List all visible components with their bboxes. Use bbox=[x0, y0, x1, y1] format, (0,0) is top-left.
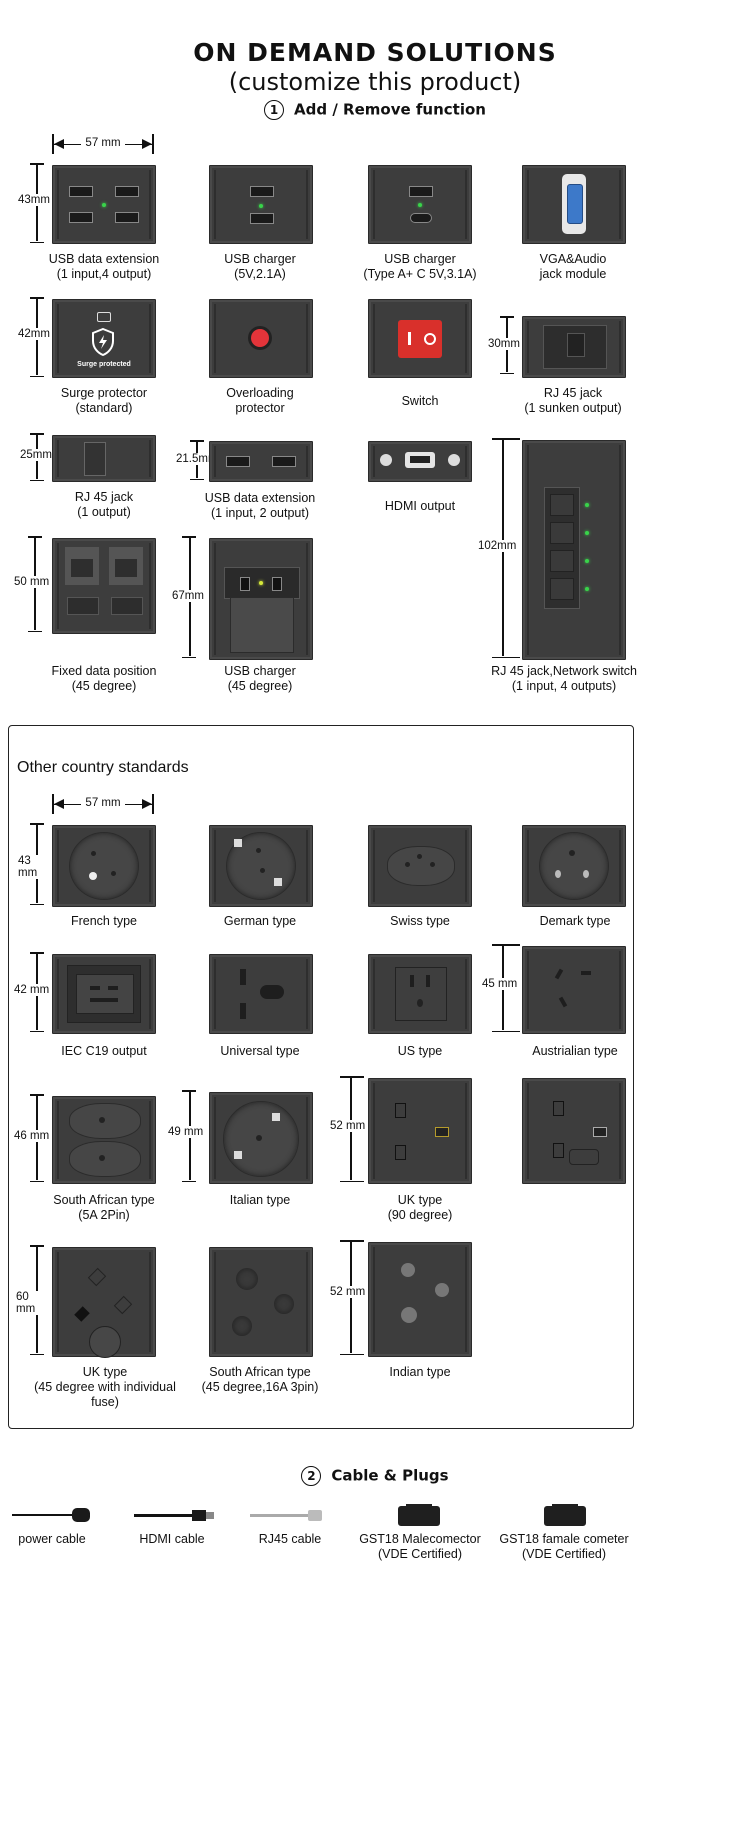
fixed-data-module bbox=[52, 538, 156, 634]
german-socket bbox=[209, 825, 313, 907]
caption-german: German type bbox=[223, 914, 297, 928]
usb-charger-45-module bbox=[209, 538, 313, 660]
vga-audio-module bbox=[522, 165, 626, 244]
height-dimension-c46: 46 mm bbox=[14, 1094, 50, 1182]
usb-data-extension-4-module bbox=[52, 165, 156, 244]
caption-swiss: Swiss type bbox=[390, 914, 450, 928]
height-dimension-c42: 42 mm bbox=[14, 952, 50, 1032]
section1-title: Add / Remove function bbox=[294, 100, 486, 119]
height-dimension-21-5: 21.5mm bbox=[176, 440, 218, 480]
caption-usb-charger-45: USB charger(45 degree) bbox=[224, 664, 296, 693]
height-dimension-102: 102mm bbox=[478, 438, 522, 658]
iec-c19-socket bbox=[52, 954, 156, 1034]
width-label: 57 mm bbox=[81, 137, 125, 149]
overloading-protector-module bbox=[209, 299, 313, 378]
section2-title: Cable & Plugs bbox=[331, 1466, 449, 1485]
australian-socket bbox=[522, 946, 626, 1034]
french-socket bbox=[52, 825, 156, 907]
caption-universal: Universal type bbox=[220, 1044, 300, 1058]
caption-surge: Surge protector(standard) bbox=[60, 386, 148, 415]
south-african-45-socket bbox=[209, 1247, 313, 1357]
section2-number: 2 bbox=[301, 1466, 322, 1486]
caption-gst18-male: GST18 Malecomector(VDE Certified) bbox=[359, 1532, 481, 1561]
rj45-1-module bbox=[52, 435, 156, 482]
caption-rj45-sunken: RJ 45 jack(1 sunken output) bbox=[524, 386, 622, 415]
gst18-female-image bbox=[544, 1504, 588, 1528]
section1-number: 1 bbox=[264, 100, 285, 120]
caption-network-switch: RJ 45 jack,Network switch(1 input, 4 out… bbox=[491, 664, 637, 693]
rj45-cable-image bbox=[250, 1506, 330, 1524]
italian-socket bbox=[209, 1092, 313, 1184]
hdmi-cable-image bbox=[134, 1506, 218, 1524]
caption-french: French type bbox=[70, 914, 137, 928]
rj45-sunken-module bbox=[522, 316, 626, 378]
height-dimension-50: 50 mm bbox=[14, 536, 50, 632]
caption-usb-data-4: USB data extension(1 input,4 output) bbox=[48, 252, 160, 281]
usb-charger-ac-module bbox=[368, 165, 472, 244]
height-dimension-30: 30mm bbox=[488, 316, 522, 374]
caption-usb-charger-2a: USB charger(5V,2.1A) bbox=[224, 252, 296, 281]
caption-indian: Indian type bbox=[389, 1365, 451, 1379]
caption-fixed-data: Fixed data position(45 degree) bbox=[51, 664, 157, 693]
caption-rj45-1: RJ 45 jack(1 output) bbox=[74, 490, 134, 519]
usb-charger-2a-module bbox=[209, 165, 313, 244]
universal-socket bbox=[209, 954, 313, 1034]
gst18-male-image bbox=[398, 1504, 442, 1528]
caption-italian: Italian type bbox=[229, 1193, 291, 1207]
height-dimension-c49: 49 mm bbox=[168, 1090, 208, 1182]
network-switch-module bbox=[522, 440, 626, 660]
uk-45-fuse-socket bbox=[52, 1247, 156, 1358]
caption-demark: Demark type bbox=[539, 914, 611, 928]
height-dimension-43: 43mm bbox=[18, 163, 50, 243]
demark-socket bbox=[522, 825, 626, 907]
height-dimension-c52b: 52 mm bbox=[330, 1240, 368, 1355]
caption-australian: Austrialian type bbox=[532, 1044, 618, 1058]
caption-rj45-cable: RJ45 cable bbox=[258, 1532, 322, 1546]
switch-module bbox=[368, 299, 472, 378]
uk-usb-socket bbox=[522, 1078, 626, 1184]
caption-usb-data-2: USB data extension(1 input, 2 output) bbox=[204, 491, 316, 520]
country-standards-title: Other country standards bbox=[17, 759, 189, 776]
caption-uk45: UK type(45 degree with individual fuse) bbox=[34, 1365, 176, 1409]
uk-90-socket bbox=[368, 1078, 472, 1184]
shield-icon bbox=[91, 327, 115, 357]
caption-south-african-45: South African type(45 degree,16A 3pin) bbox=[201, 1365, 319, 1394]
caption-uk90: UK type(90 degree) bbox=[387, 1193, 453, 1222]
height-dimension-c45: 45 mm bbox=[482, 944, 522, 1032]
section2-heading: 2 Cable & Plugs bbox=[0, 1466, 750, 1486]
caption-hdmi: HDMI output bbox=[384, 499, 456, 513]
indian-socket bbox=[368, 1242, 472, 1357]
south-african-2pin-socket bbox=[52, 1096, 156, 1184]
hdmi-module bbox=[368, 441, 472, 482]
width-dimension: 57 mm bbox=[52, 134, 154, 154]
us-socket bbox=[368, 954, 472, 1034]
caption-hdmi-cable: HDMI cable bbox=[139, 1532, 205, 1546]
height-dimension-c60: 60 mm bbox=[16, 1245, 50, 1355]
caption-power-cable: power cable bbox=[18, 1532, 86, 1546]
caption-iec: IEC C19 output bbox=[61, 1044, 147, 1058]
caption-usb-charger-ac: USB charger(Type A+ C 5V,3.1A) bbox=[363, 252, 477, 281]
caption-south-african-2pin: South African type(5A 2Pin) bbox=[53, 1193, 155, 1222]
surge-protector-module: Surge protected bbox=[52, 299, 156, 378]
swiss-socket bbox=[368, 825, 472, 907]
caption-switch: Switch bbox=[401, 394, 439, 408]
country-standards-frame bbox=[8, 725, 634, 1429]
height-dimension-42: 42mm bbox=[18, 297, 50, 377]
page-subtitle: (customize this product) bbox=[228, 68, 522, 96]
page-title: ON DEMAND SOLUTIONS bbox=[193, 38, 557, 67]
height-dimension-c43: 43 mm bbox=[18, 823, 50, 905]
usb-data-extension-2-module bbox=[209, 441, 313, 482]
country-width-dimension: 57 mm bbox=[52, 794, 154, 814]
caption-us: US type bbox=[397, 1044, 443, 1058]
height-dimension-67: 67mm bbox=[172, 536, 208, 658]
height-dimension-25: 25mm bbox=[20, 433, 52, 481]
section1-heading: 1 Add / Remove function bbox=[0, 100, 750, 120]
height-dimension-c52: 52 mm bbox=[330, 1076, 368, 1182]
power-cable-image bbox=[12, 1506, 96, 1524]
caption-gst18-female: GST18 famale cometer(VDE Certified) bbox=[499, 1532, 629, 1561]
